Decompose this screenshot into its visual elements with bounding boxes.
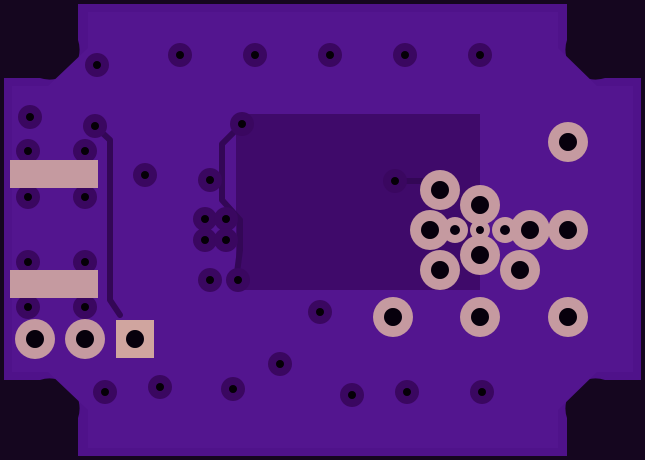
smd-pad-top: [10, 160, 98, 188]
small-pad: [442, 217, 468, 243]
round-pad: [420, 250, 460, 290]
via: [198, 168, 222, 192]
square-pad-hole: [126, 330, 144, 348]
round-pad: [500, 250, 540, 290]
round-pad: [510, 210, 550, 250]
via: [393, 43, 417, 67]
via: [73, 185, 97, 209]
round-pad: [15, 319, 55, 359]
vias: [16, 43, 494, 407]
round-pads: [15, 122, 588, 359]
via: [133, 163, 157, 187]
round-pad: [373, 297, 413, 337]
round-pad: [460, 185, 500, 225]
via: [93, 380, 117, 404]
rect-pads: [10, 160, 98, 298]
via: [308, 300, 332, 324]
via: [193, 228, 217, 252]
smd-pad-bottom: [10, 270, 98, 298]
via: [243, 43, 267, 67]
via: [395, 380, 419, 404]
round-pad: [548, 122, 588, 162]
small-pad: [470, 220, 490, 240]
via: [73, 250, 97, 274]
via: [226, 268, 250, 292]
via: [383, 169, 407, 193]
via: [85, 53, 109, 77]
via: [214, 207, 238, 231]
via: [18, 105, 42, 129]
via: [318, 43, 342, 67]
small-pads: [442, 217, 518, 243]
round-pad: [460, 235, 500, 275]
via: [16, 185, 40, 209]
via: [73, 139, 97, 163]
via: [16, 250, 40, 274]
round-pad: [548, 297, 588, 337]
via: [198, 268, 222, 292]
via: [73, 295, 97, 319]
square-pads: [116, 320, 154, 358]
via: [468, 43, 492, 67]
via: [83, 114, 107, 138]
small-pad: [492, 217, 518, 243]
via: [168, 43, 192, 67]
via: [193, 207, 217, 231]
via: [268, 352, 292, 376]
via: [470, 380, 494, 404]
round-pad: [548, 210, 588, 250]
via: [214, 228, 238, 252]
round-pad: [460, 297, 500, 337]
via: [16, 295, 40, 319]
via: [16, 139, 40, 163]
via: [221, 377, 245, 401]
round-pad: [410, 210, 450, 250]
via: [340, 383, 364, 407]
round-pad: [420, 170, 460, 210]
round-pad: [65, 319, 105, 359]
via: [230, 112, 254, 136]
via: [148, 375, 172, 399]
